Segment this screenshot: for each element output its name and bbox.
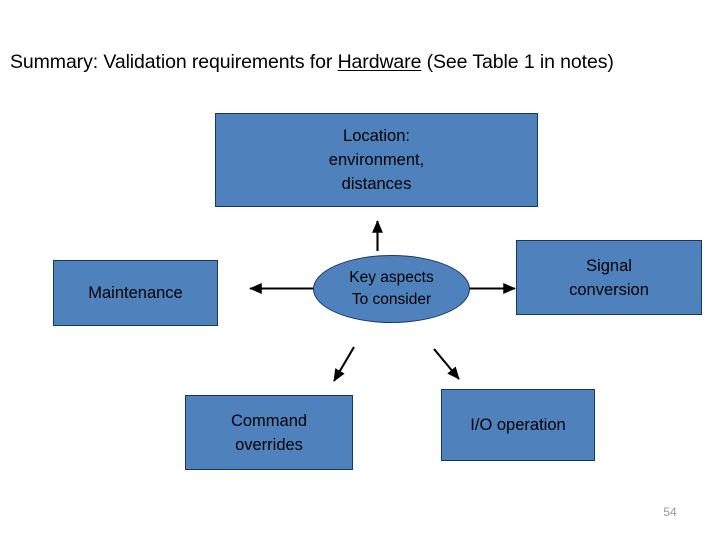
node-io-operation[interactable]: I/O operation bbox=[441, 389, 595, 461]
node-location[interactable]: Location: environment, distances bbox=[215, 113, 538, 207]
arrow-key-to-command bbox=[333, 346, 355, 382]
page-title: Summary: Validation requirements for Har… bbox=[10, 50, 716, 75]
node-key-aspects-label: Key aspects To consider bbox=[349, 269, 434, 308]
node-location-label: Location: environment, distances bbox=[328, 127, 425, 193]
arrow-key-to-io bbox=[433, 348, 460, 380]
node-signal-conversion-label: Signal conversion bbox=[569, 256, 649, 299]
page-title-prefix: Summary: Validation requirements for bbox=[10, 51, 338, 73]
node-key-aspects[interactable]: Key aspects To consider bbox=[313, 255, 470, 323]
node-io-operation-label: I/O operation bbox=[470, 416, 566, 434]
node-signal-conversion[interactable]: Signal conversion bbox=[516, 240, 702, 315]
page-title-underlined-term: Hardware bbox=[337, 51, 422, 73]
node-maintenance[interactable]: Maintenance bbox=[53, 260, 218, 326]
node-maintenance-label: Maintenance bbox=[88, 284, 183, 302]
node-command-overrides[interactable]: Command overrides bbox=[185, 395, 353, 470]
page-number: 54 bbox=[663, 505, 677, 519]
node-command-overrides-label: Command overrides bbox=[230, 411, 308, 454]
page-title-suffix: (See Table 1 in notes) bbox=[421, 51, 614, 73]
